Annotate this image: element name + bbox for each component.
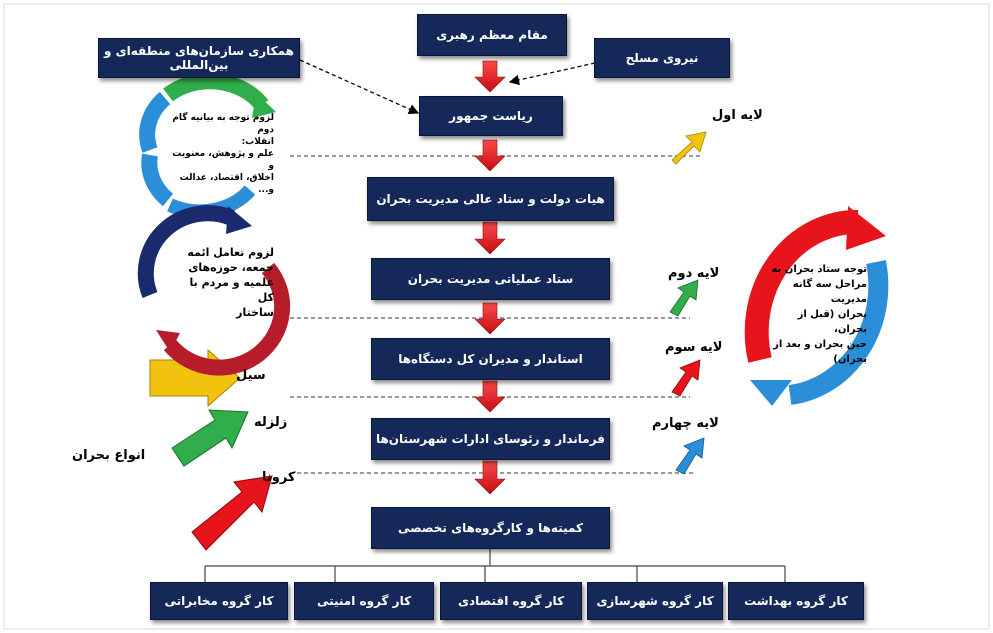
cycle-3-line-3: بحران (قبل از بحران، xyxy=(797,309,867,335)
box-supreme-leader: مقام معظم رهبری xyxy=(417,14,567,56)
cycle-1-text: لزوم توجه به بیانیه گام دوم انقلاب: علم … xyxy=(170,112,274,196)
cycle-3-line-4: حین بحران و بعد از xyxy=(773,339,867,350)
crisis-types-title: انواع بحران xyxy=(72,448,146,463)
red-arrow-4 xyxy=(474,302,506,335)
box-operations: ستاد عملیاتی مدیریت بحران xyxy=(371,258,610,300)
workgroup-economic-label: کار گروه اقتصادی xyxy=(457,594,565,608)
box-committees: کمیته‌ها و کارگروه‌های تخصصی xyxy=(371,507,610,549)
cycle-3-line-1: توجه ستاد بحران به xyxy=(771,264,867,275)
cycle-3-line-2: مراحل سه گانه مدیریت xyxy=(792,279,867,305)
workgroup-health: کار گروه بهداشت xyxy=(728,582,864,620)
cycle-1-line-4: اخلاق، اقتصاد، عدالت و... xyxy=(179,173,274,195)
layer-1-label: لایه اول xyxy=(712,108,763,123)
workgroup-health-label: کار گروه بهداشت xyxy=(744,594,848,608)
workgroup-security: کار گروه امنیتی xyxy=(294,582,434,620)
box-operations-label: ستاد عملیاتی مدیریت بحران xyxy=(407,272,574,286)
crisis-earthquake-label: زلزله xyxy=(254,415,288,430)
box-armed-forces: نیروی مسلح xyxy=(594,38,730,78)
workgroup-economic: کار گروه اقتصادی xyxy=(440,582,582,620)
workgroup-security-label: کار گروه امنیتی xyxy=(316,594,412,608)
cycle-2 xyxy=(137,205,291,376)
crisis-flood-label: سیل xyxy=(236,368,266,383)
armed-arrow xyxy=(508,62,596,86)
box-supreme-leader-label: مقام معظم رهبری xyxy=(436,28,548,42)
cycle-1-line-1: لزوم توجه به بیانیه گام دوم xyxy=(172,113,274,135)
red-arrow-2 xyxy=(474,139,506,172)
layer-2-label: لایه دوم xyxy=(668,266,720,281)
cycle-2-line-3: علمیه و مردم با کل xyxy=(189,276,275,304)
cycle-1-line-2: انقلاب: xyxy=(241,137,274,147)
box-intl-cooperation: همکاری سازمان‌های منطقه‌ای و بین‌المللی xyxy=(98,38,300,78)
box-county: فرماندار و رئوسای ادارات شهرستان‌ها xyxy=(371,418,610,460)
box-committees-label: کمیته‌ها و کارگروه‌های تخصصی xyxy=(397,521,584,535)
corona-arrow xyxy=(191,475,273,551)
workgroup-urban: کار گروه شهرسازی xyxy=(587,582,723,620)
box-cabinet-label: هیات دولت و ستاد عالی مدیریت بحران xyxy=(376,192,605,206)
box-governor-label: استاندار و مدیران کل دستگاه‌ها xyxy=(398,352,583,366)
intl-arrow xyxy=(299,59,420,115)
workgroup-urban-label: کار گروه شهرسازی xyxy=(596,594,714,608)
box-county-label: فرماندار و رئوسای ادارات شهرستان‌ها xyxy=(375,432,606,446)
box-governor: استاندار و مدیران کل دستگاه‌ها xyxy=(371,338,610,380)
red-arrow-1 xyxy=(474,60,506,93)
cycle-3-text: توجه ستاد بحران به مراحل سه گانه مدیریت … xyxy=(765,262,867,367)
crisis-corona-label: کرونا xyxy=(262,470,296,485)
layer3-arrow xyxy=(671,359,701,397)
cycle-2-line-1: لزوم تعامل ائمه xyxy=(187,246,274,259)
layer-4-label: لایه چهارم xyxy=(652,416,719,431)
cycle-1-line-3: علم و پژوهش، معنویت و xyxy=(172,149,274,171)
red-arrow-5 xyxy=(474,380,506,413)
red-arrow-3 xyxy=(474,221,506,255)
cycle-2-line-4: ساختار xyxy=(236,306,274,319)
cycle-3 xyxy=(744,206,889,406)
layer4-arrow xyxy=(675,437,705,475)
cycle-3-line-5: بحران) xyxy=(833,354,867,365)
layer1-arrow xyxy=(671,131,707,165)
box-cabinet: هیات دولت و ستاد عالی مدیریت بحران xyxy=(367,177,614,221)
cycle-2-text: لزوم تعامل ائمه جمعه، حوزه‌های علمیه و م… xyxy=(174,245,274,320)
workgroup-telecom-label: کار گروه مخابراتی xyxy=(164,594,274,608)
earthquake-arrow xyxy=(171,409,249,467)
workgroup-connectors xyxy=(204,548,786,582)
box-president: ریاست جمهور xyxy=(419,96,563,136)
box-president-label: ریاست جمهور xyxy=(449,109,533,123)
cycle-2-line-2: جمعه، حوزه‌های xyxy=(188,261,274,274)
red-arrow-6 xyxy=(474,460,506,495)
layer2-arrow xyxy=(669,279,699,317)
layer-3-label: لایه سوم xyxy=(665,340,723,355)
workgroup-telecom: کار گروه مخابراتی xyxy=(150,582,288,620)
box-armed-forces-label: نیروی مسلح xyxy=(625,51,699,65)
box-intl-cooperation-label: همکاری سازمان‌های منطقه‌ای و بین‌المللی xyxy=(103,44,294,72)
